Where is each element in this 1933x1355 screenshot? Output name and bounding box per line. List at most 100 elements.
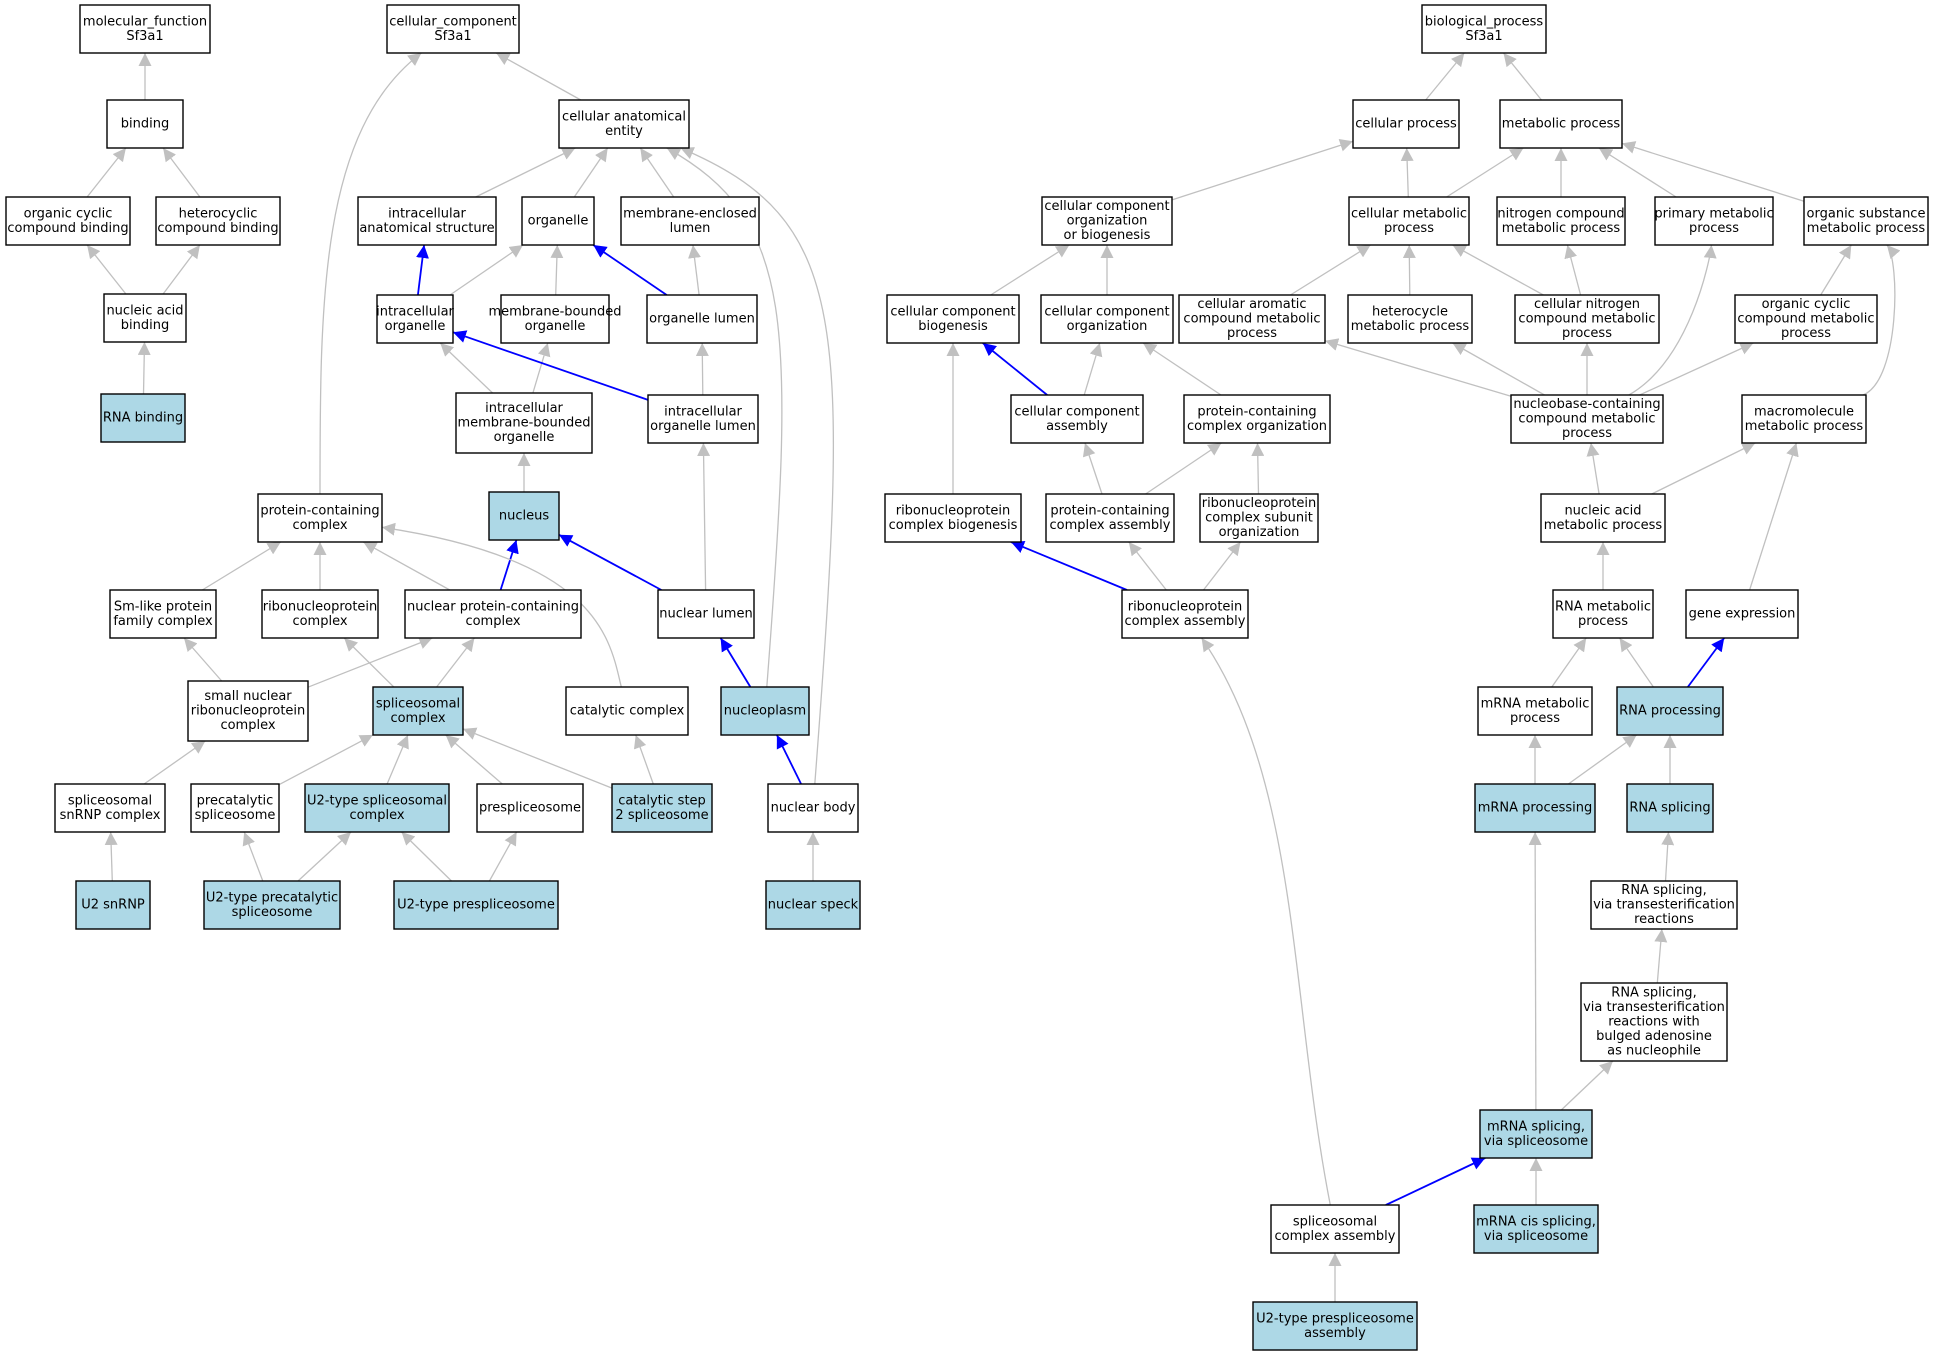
- node-label: spliceosomal: [1293, 1214, 1377, 1229]
- node-label: membrane-bounded: [457, 416, 590, 431]
- node-box: [1348, 196, 1470, 246]
- node-box: [1616, 686, 1724, 736]
- node-mp[interactable]: metabolic process: [1499, 99, 1623, 149]
- node-ge[interactable]: gene expression: [1685, 589, 1799, 639]
- node-ns[interactable]: nuclear speck: [765, 880, 861, 930]
- node-label: spliceosomal: [68, 793, 152, 808]
- edge-cca-to-ccb: [982, 342, 1048, 396]
- node-label: biogenesis: [918, 319, 988, 334]
- node-label: gene expression: [1689, 607, 1796, 622]
- node-rnap[interactable]: RNA processing: [1616, 686, 1724, 736]
- node-rnastb[interactable]: RNA splicing,via transesterificationreac…: [1580, 982, 1728, 1062]
- edge-rnpca-to-rnpcb: [1010, 540, 1128, 591]
- node-nl[interactable]: nuclear lumen: [657, 589, 755, 639]
- node-box: [476, 783, 584, 833]
- node-rnas[interactable]: RNA splicing: [1626, 783, 1714, 833]
- node-label: nucleic acid: [106, 303, 183, 318]
- node-cp[interactable]: cellular process: [1352, 99, 1460, 149]
- node-label: small nuclear: [204, 689, 292, 704]
- node-org[interactable]: organelle: [521, 196, 595, 246]
- edge-imbo-to-io: [439, 342, 494, 394]
- node-nb[interactable]: nuclear body: [767, 783, 859, 833]
- node-mrnap[interactable]: mRNA processing: [1474, 783, 1596, 833]
- node-box: [54, 783, 166, 833]
- edge-pcca-to-cca: [1082, 442, 1103, 495]
- edge-iol-to-ol: [695, 342, 709, 396]
- node-mrnacis[interactable]: mRNA cis splicing,via spliceosome: [1473, 1204, 1599, 1254]
- node-box: [1010, 394, 1144, 444]
- node-label: spliceosome: [232, 905, 313, 920]
- edge-spc-to-npcc: [436, 637, 475, 688]
- node-box: [187, 680, 309, 742]
- node-rnab[interactable]: RNA binding: [100, 393, 186, 443]
- node-u2snrnp[interactable]: U2 snRNP: [75, 880, 151, 930]
- node-box: [1477, 686, 1593, 736]
- node-box: [1626, 783, 1714, 833]
- node-mrnas[interactable]: mRNA splicing,via spliceosome: [1479, 1109, 1593, 1159]
- node-label: compound binding: [7, 221, 128, 236]
- node-nuc[interactable]: nucleus: [488, 491, 560, 541]
- node-npl[interactable]: nucleoplasm: [720, 686, 810, 736]
- node-binding[interactable]: binding: [106, 99, 184, 149]
- node-ol[interactable]: organelle lumen: [646, 294, 758, 344]
- node-box: [1654, 196, 1774, 246]
- node-box: [1347, 294, 1473, 344]
- edge-cacmp-to-cmp: [1290, 244, 1371, 296]
- node-label: complex: [465, 614, 520, 629]
- node-pres[interactable]: prespliceosome: [476, 783, 584, 833]
- node-label: nucleic acid: [1564, 503, 1641, 518]
- node-catc[interactable]: catalytic complex: [565, 686, 689, 736]
- node-label: protein-containing: [260, 503, 379, 518]
- node-u2pres[interactable]: U2-type prespliceosome: [393, 880, 559, 930]
- node-rnast[interactable]: RNA splicing,via transesterificationreac…: [1590, 880, 1738, 930]
